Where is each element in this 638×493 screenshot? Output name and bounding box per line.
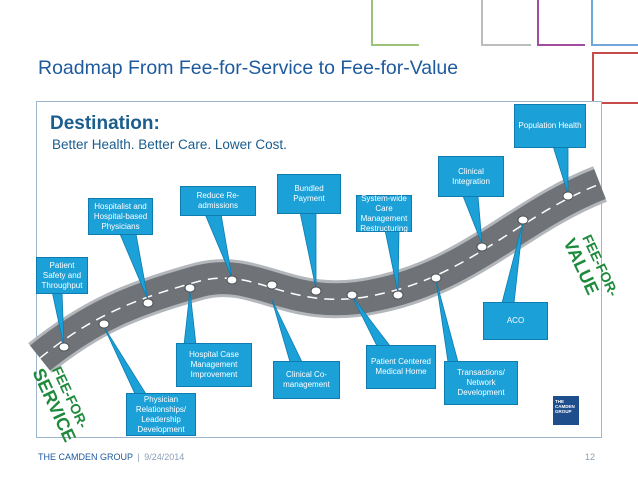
callout-bundled-payment: Bundled Payment — [277, 174, 341, 214]
decorative-box-green — [371, 0, 419, 46]
page-number: 12 — [585, 452, 596, 462]
callout-system-wide: System-wide Care Management Restructurin… — [356, 194, 412, 233]
decorative-box-blue — [591, 0, 638, 46]
callout-transactions: Transactions/ Network Development — [444, 361, 518, 405]
destination-tagline: Better Health. Better Care. Lower Cost. — [52, 137, 287, 152]
decorative-box-gray — [481, 0, 531, 46]
callout-aco: ACO — [483, 302, 548, 340]
footer-company: THE CAMDEN GROUP — [38, 452, 133, 462]
decorative-box-red — [592, 52, 638, 104]
pointer-transactions — [435, 279, 459, 363]
callout-hospital-case-management: Hospital Case Management Improvement — [176, 343, 252, 387]
callout-patient-centered-medical-home: Patient Centered Medical Home — [366, 345, 436, 389]
callout-clinical-comanagement: Clinical Co-management — [273, 361, 340, 399]
footer: THE CAMDEN GROUP | 9/24/2014 — [38, 452, 184, 462]
callout-clinical-integration: Clinical Integration — [438, 156, 504, 197]
callout-patient-safety: Patient Safety and Throughput — [36, 257, 88, 294]
footer-separator: | — [137, 452, 140, 462]
callout-hospitalist: Hospitalist and Hospital-based Physician… — [88, 198, 153, 235]
destination-label: Destination: — [50, 113, 160, 134]
pointer-physician — [103, 326, 147, 397]
callout-reduce-readmissions: Reduce Re-admissions — [180, 186, 256, 216]
slide-title: Roadmap From Fee-for-Service to Fee-for-… — [38, 57, 459, 79]
footer-date: 9/24/2014 — [144, 452, 185, 462]
callout-population-health: Population Health — [514, 104, 586, 148]
camden-group-logo: THE CAMDEN GROUP — [553, 396, 579, 425]
callout-physician-relationships: Physician Relationships/ Leadership Deve… — [126, 393, 196, 436]
decorative-box-purple — [537, 0, 585, 46]
